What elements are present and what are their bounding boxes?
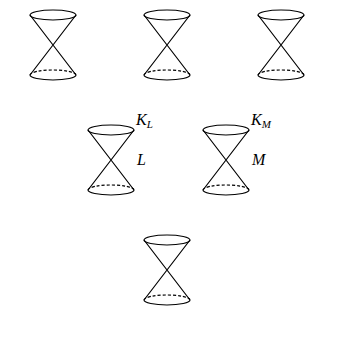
event-label: M	[252, 152, 265, 168]
light-cone	[88, 125, 134, 195]
light-cone	[144, 10, 190, 80]
cone-label: KM	[251, 112, 271, 128]
light-cone	[258, 10, 304, 80]
event-label: L	[137, 152, 146, 168]
light-cone	[144, 235, 190, 305]
cone-label: KL	[136, 112, 153, 128]
light-cone	[203, 125, 249, 195]
light-cone	[30, 10, 76, 80]
